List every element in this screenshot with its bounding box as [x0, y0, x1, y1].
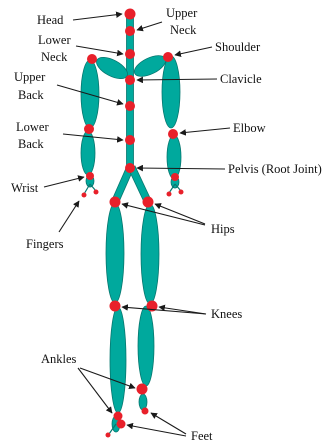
label-head: Head	[37, 13, 64, 27]
right-finger-tip	[179, 190, 184, 195]
right-shin-bone	[138, 306, 154, 386]
label-feet: Feet	[191, 429, 213, 443]
lower-back-joint	[125, 135, 135, 145]
label-hips: Hips	[211, 222, 235, 236]
pelvis-arrow	[137, 168, 225, 169]
pelvis-joint	[125, 163, 135, 173]
left-clavicle-bone	[93, 53, 131, 83]
ankles-arrow-left	[78, 368, 112, 413]
left-forearm-bone	[81, 131, 95, 175]
wrist-arrow-left	[44, 177, 84, 187]
label-lower-back: Lower	[16, 120, 49, 134]
left-foot-joint	[117, 420, 126, 429]
head-joint	[125, 9, 136, 20]
lower-neck-arrow	[76, 46, 123, 54]
lower-neck-joint	[125, 49, 135, 59]
right-thigh-bone	[141, 204, 159, 304]
right-hip-joint	[143, 197, 154, 208]
right-upper-arm-bone	[162, 56, 180, 128]
right-finger-tip	[167, 192, 172, 197]
label-upper-neck: Neck	[170, 23, 197, 37]
ankles-arrow-right	[80, 368, 135, 388]
clavicle-joint	[125, 75, 135, 85]
fingers-arrow	[59, 201, 79, 232]
upper-neck-arrow	[137, 22, 162, 30]
left-finger-tip	[94, 190, 99, 195]
clavicle-arrow	[137, 79, 217, 80]
label-ankles: Ankles	[41, 352, 77, 366]
label-upper-neck: Upper	[166, 6, 198, 20]
left-ankle-joint	[114, 412, 123, 421]
left-toe-tip	[106, 433, 111, 438]
right-shoulder-joint	[163, 52, 173, 62]
label-upper-back: Upper	[14, 70, 46, 84]
right-foot-joint	[142, 408, 149, 415]
label-knees: Knees	[211, 307, 242, 321]
label-pelvis: Pelvis (Root Joint)	[228, 162, 322, 176]
left-elbow-joint	[84, 124, 94, 134]
label-shoulder: Shoulder	[215, 40, 261, 54]
finger-links	[84, 184, 181, 434]
head-arrow	[73, 14, 122, 20]
left-shin-bone	[110, 307, 126, 413]
left-wrist-joint	[86, 172, 94, 180]
label-upper-back: Back	[18, 88, 44, 102]
label-wrist: Wrist	[11, 181, 39, 195]
right-ankle-joint	[137, 384, 148, 395]
feet-arrow-left	[127, 425, 186, 436]
left-finger-tip	[82, 193, 87, 198]
left-thigh-bone	[106, 203, 124, 303]
left-shoulder-joint	[87, 54, 97, 64]
label-lower-back: Back	[18, 137, 44, 151]
right-forearm-bone	[167, 135, 181, 179]
label-clavicle: Clavicle	[220, 72, 262, 86]
label-fingers: Fingers	[26, 237, 64, 251]
shoulder-arrow	[175, 47, 212, 55]
left-hip-joint	[110, 197, 121, 208]
upper-back-joint	[125, 101, 135, 111]
right-elbow-joint	[168, 129, 178, 139]
callout-arrows	[44, 14, 230, 436]
label-lower-neck: Lower	[38, 33, 71, 47]
upper-neck-joint	[125, 26, 135, 36]
elbow-arrow	[180, 128, 230, 133]
label-elbow: Elbow	[233, 121, 266, 135]
left-knee-joint	[110, 301, 121, 312]
right-wrist-joint	[171, 173, 179, 181]
label-lower-neck: Neck	[41, 50, 68, 64]
